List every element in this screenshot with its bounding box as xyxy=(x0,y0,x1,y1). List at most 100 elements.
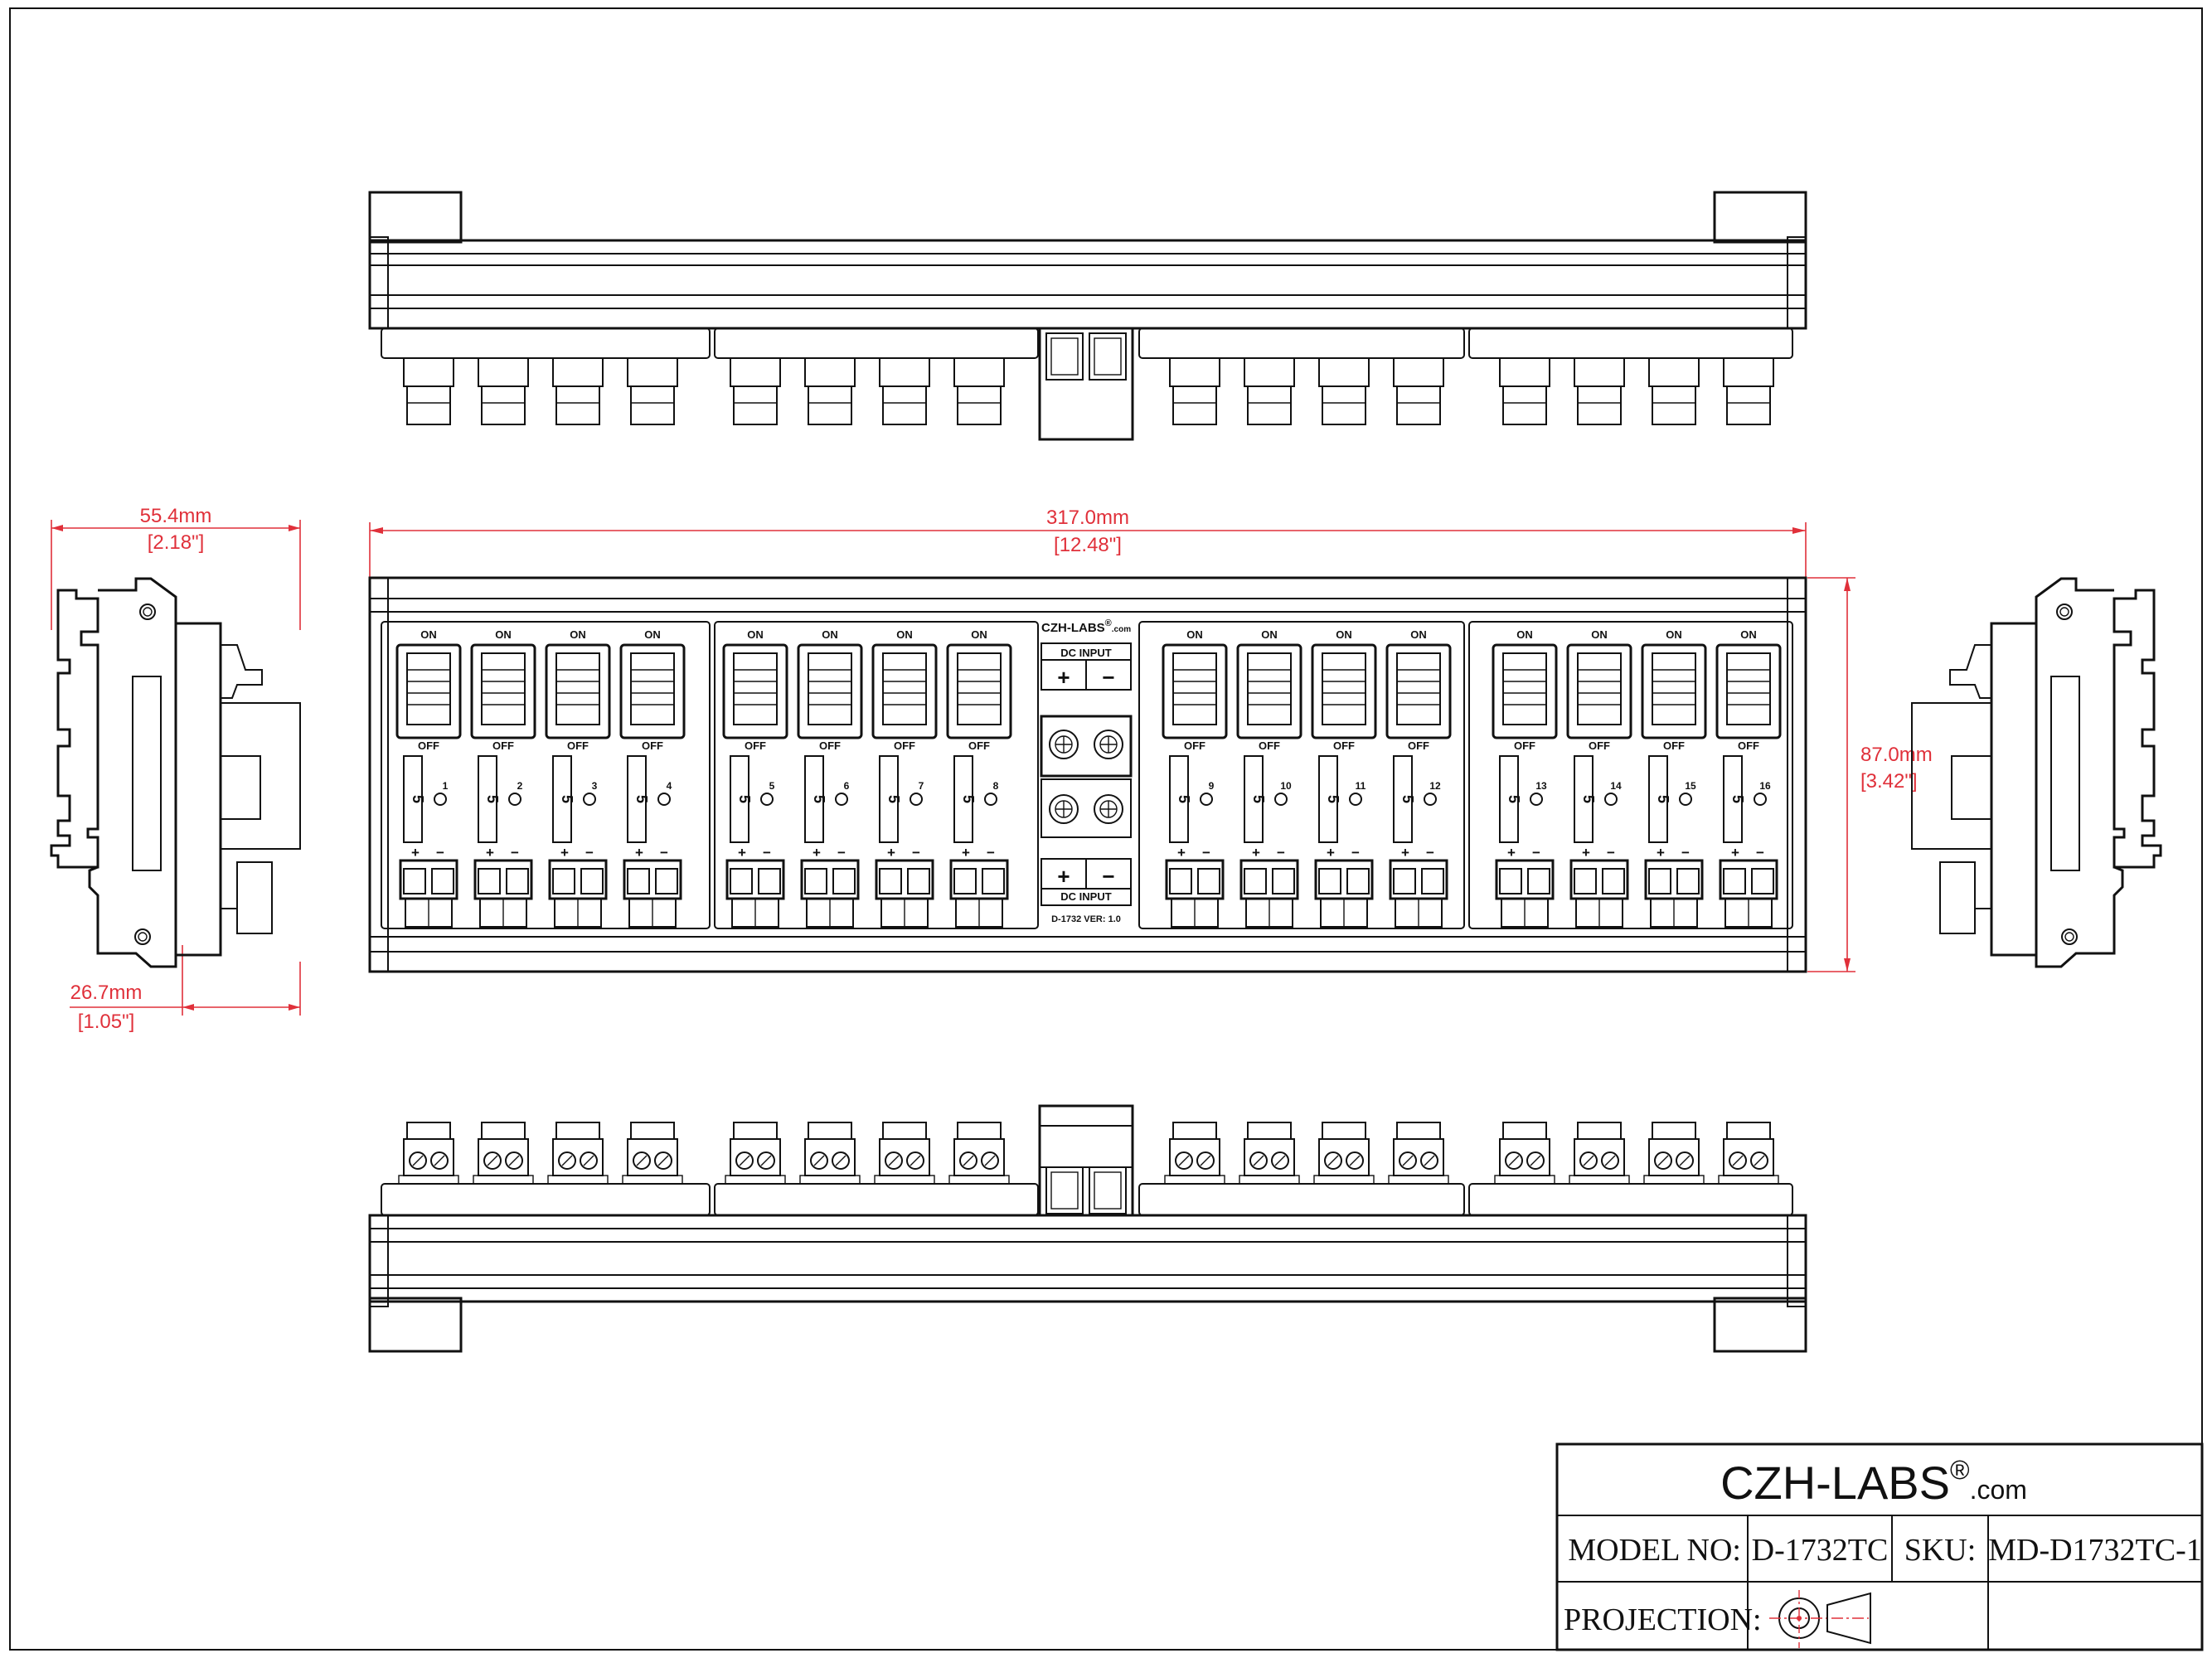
bottom-module-bodies xyxy=(381,1183,1793,1216)
top-connector xyxy=(1169,357,1220,425)
rail-mm-text: 26.7mm xyxy=(70,982,143,1004)
output-plus: + xyxy=(560,845,569,861)
channel-number: 1 xyxy=(443,780,449,792)
switch-on-label: ON xyxy=(1591,628,1608,641)
led-indicator xyxy=(1679,793,1692,806)
switch-off-label: OFF xyxy=(1333,739,1355,752)
switch-housing xyxy=(1715,643,1782,739)
fuse-holder xyxy=(1318,755,1338,843)
channel-number: 14 xyxy=(1610,780,1622,792)
switch-rocker xyxy=(406,652,451,725)
switch-off-label: OFF xyxy=(894,739,915,752)
switch-rocker xyxy=(555,652,600,725)
switch-rocker xyxy=(1322,652,1366,725)
output-minus: − xyxy=(1202,845,1210,861)
depth-in-text: [2.18"] xyxy=(148,531,205,554)
switch-housing xyxy=(545,643,611,739)
model-label: MODEL NO: xyxy=(1568,1533,1741,1568)
switch-off-label: OFF xyxy=(1738,739,1759,752)
top-connector xyxy=(627,357,678,425)
bottom-input-terminal xyxy=(1038,1104,1134,1217)
switch-rocker xyxy=(1172,652,1217,725)
channel-number: 15 xyxy=(1685,780,1696,792)
channel-number: 13 xyxy=(1535,780,1547,792)
fuse-value: 5 xyxy=(1176,795,1192,803)
channel-number: 3 xyxy=(592,780,598,792)
screw-icon xyxy=(1049,794,1079,824)
channel-number: 2 xyxy=(517,780,523,792)
fuse-holder xyxy=(1393,755,1413,843)
fuse-holder xyxy=(552,755,572,843)
fuse-value: 5 xyxy=(1325,795,1341,803)
switch-rocker xyxy=(1502,652,1547,725)
dc-input-screws xyxy=(1049,730,1123,824)
output-minus: − xyxy=(837,845,846,861)
switch-on-label: ON xyxy=(420,628,437,641)
right-side-view xyxy=(1911,577,2162,968)
output-minus: − xyxy=(1277,845,1285,861)
led-indicator xyxy=(657,793,671,806)
fuse-value: 5 xyxy=(885,795,902,803)
switch-housing xyxy=(1236,643,1302,739)
switch-on-label: ON xyxy=(1516,628,1533,641)
fuse-holder xyxy=(1574,755,1594,843)
fuse-value: 5 xyxy=(811,795,827,803)
fuse-holder xyxy=(879,755,899,843)
switch-off-label: OFF xyxy=(1589,739,1610,752)
top-connector xyxy=(1244,357,1295,425)
output-plus: + xyxy=(1507,845,1516,861)
output-minus: − xyxy=(660,845,668,861)
output-plus: + xyxy=(962,845,970,861)
bottom-connector xyxy=(1313,1122,1375,1185)
output-plus: + xyxy=(813,845,821,861)
switch-housing xyxy=(619,643,686,739)
dc-plus-bottom: + xyxy=(1057,864,1070,889)
switch-housing xyxy=(871,643,938,739)
fuse-holder xyxy=(627,755,647,843)
fuse-holder xyxy=(478,755,497,843)
switch-off-label: OFF xyxy=(1514,739,1535,752)
switch-rocker xyxy=(1652,652,1696,725)
switch-housing xyxy=(946,643,1012,739)
bottom-connector xyxy=(1239,1122,1300,1185)
switch-housing xyxy=(1311,643,1377,739)
switch-housing xyxy=(797,643,863,739)
top-connector xyxy=(879,357,930,425)
channel-number: 5 xyxy=(769,780,775,792)
led-indicator xyxy=(984,793,997,806)
switch-off-label: OFF xyxy=(1663,739,1685,752)
fuse-value: 5 xyxy=(960,795,977,803)
bottom-connector xyxy=(799,1122,861,1185)
top-input-terminal xyxy=(1038,327,1134,441)
led-indicator xyxy=(583,793,596,806)
length-in-text: [12.48"] xyxy=(1054,534,1122,556)
height-mm-text: 87.0mm xyxy=(1860,744,1933,766)
dimension-height: 87.0mm [3.42"] xyxy=(1807,577,1933,972)
switch-housing xyxy=(1162,643,1228,739)
bottom-connector xyxy=(1388,1122,1449,1185)
left-side-view xyxy=(50,577,301,968)
output-minus: − xyxy=(1756,845,1764,861)
led-indicator xyxy=(910,793,923,806)
fuse-value: 5 xyxy=(1399,795,1416,803)
led-indicator xyxy=(434,793,447,806)
bottom-connector xyxy=(725,1122,786,1185)
screw-icon xyxy=(1094,794,1123,824)
top-module-body xyxy=(381,327,711,359)
switch-rocker xyxy=(1726,652,1771,725)
output-plus: + xyxy=(1327,845,1335,861)
output-plus: + xyxy=(411,845,420,861)
switch-on-label: ON xyxy=(1666,628,1682,641)
top-module-body xyxy=(714,327,1039,359)
led-indicator xyxy=(1604,793,1618,806)
switch-off-label: OFF xyxy=(642,739,663,752)
top-connector xyxy=(730,357,781,425)
output-plus: + xyxy=(1252,845,1260,861)
switch-off-label: OFF xyxy=(1259,739,1280,752)
output-minus: − xyxy=(436,845,444,861)
bottom-connector xyxy=(1718,1122,1779,1185)
